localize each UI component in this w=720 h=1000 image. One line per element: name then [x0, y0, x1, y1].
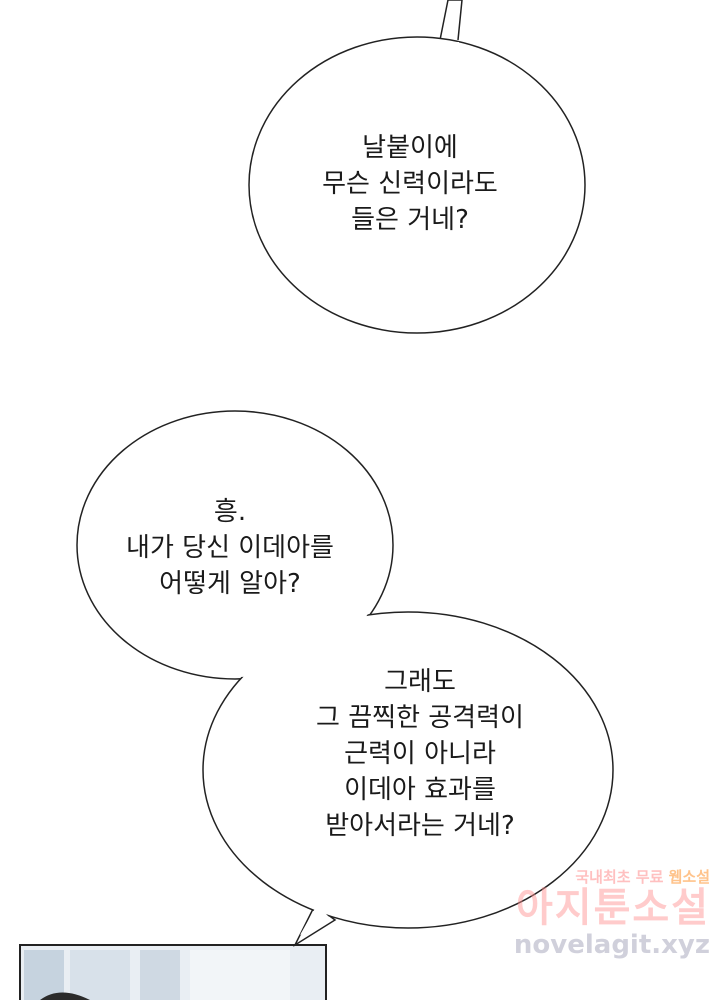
- bubble-3-text: 그래도 그 끔찍한 공격력이 근력이 아니라 이데아 효과를 받아서라는 거네?: [250, 664, 590, 844]
- bubble-1-line-2: 무슨 신력이라도: [322, 169, 498, 199]
- speech-bubble-1: [248, 0, 586, 334]
- watermark-url: novelagit.xyz: [513, 930, 710, 960]
- bubble-3-line-5: 받아서라는 거네?: [325, 811, 515, 841]
- bubble-1-line-3: 들은 거네?: [351, 205, 469, 235]
- bubble-2-line-3: 어떻게 알아?: [159, 569, 301, 599]
- bubble-2-line-2: 내가 당신 이데아를: [126, 533, 334, 563]
- bubble-2-text: 흥. 내가 당신 이데아를 어떻게 알아?: [80, 494, 380, 602]
- watermark-tagline: 국내최초 무료 웹소설: [490, 868, 710, 886]
- bubble-3-line-3: 근력이 아니라: [344, 739, 496, 769]
- speech-bubble-2-3: [76, 410, 614, 948]
- watermark-brand: 아지툰소설: [516, 885, 710, 931]
- bubble-1-text: 날붙이에 무슨 신력이라도 들은 거네?: [290, 130, 530, 238]
- bubble-3-line-1: 그래도: [384, 667, 456, 697]
- bubble-3-line-4: 이데아 효과를: [344, 775, 496, 805]
- bubble-1-line-1: 날붙이에: [362, 133, 458, 163]
- watermark-tagline-prefix: 국내최초 무료: [575, 868, 669, 886]
- site-watermark: 국내최초 무료 웹소설 아지툰소설 novelagit.xyz: [490, 868, 710, 978]
- bubble-3-line-2: 그 끔찍한 공격력이: [316, 703, 524, 733]
- watermark-tagline-highlight: 웹소설: [668, 868, 710, 886]
- bubble-2-line-1: 흥.: [213, 497, 247, 527]
- bottom-panel-image: [19, 944, 327, 1000]
